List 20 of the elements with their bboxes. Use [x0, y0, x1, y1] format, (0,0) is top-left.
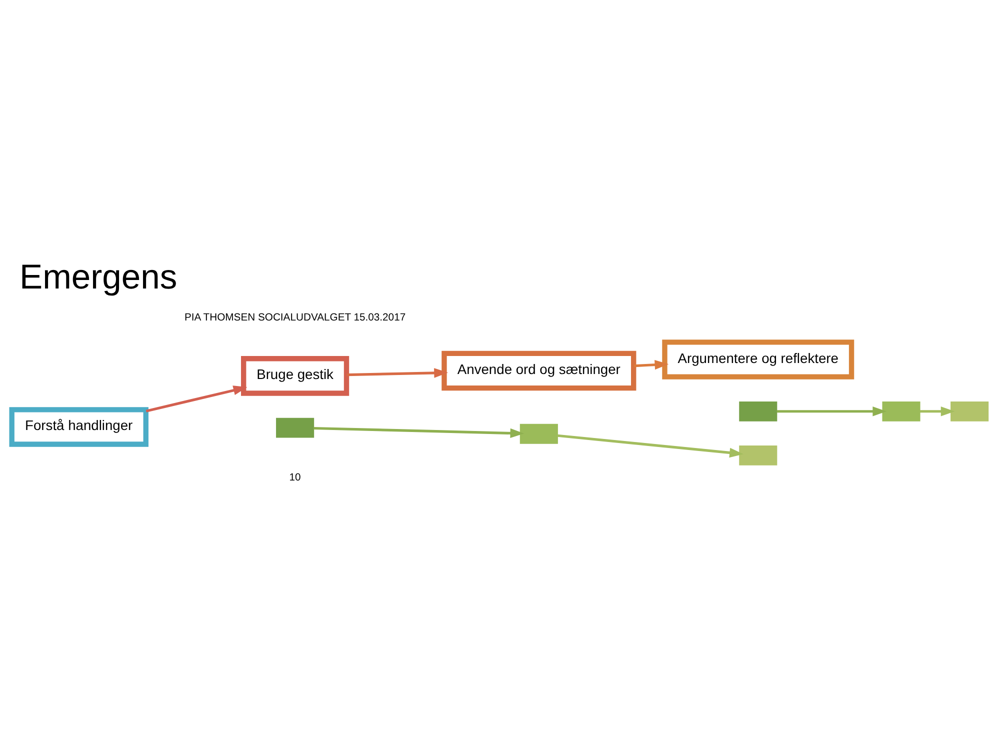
node-box: Forstå handlinger [9, 406, 148, 446]
node-box: Anvende ord og sætninger [442, 350, 636, 390]
node-box: Bruge gestik [241, 356, 350, 396]
node-box [739, 445, 778, 465]
node-box: Argumentere og reflektere [662, 339, 854, 379]
label: PIA THOMSEN SOCIALUDVALGET 15.03.2017 [184, 312, 406, 324]
node-box [950, 400, 989, 421]
diagram-title: Emergens [20, 258, 178, 296]
arrow [557, 434, 744, 458]
arrow [346, 368, 448, 378]
arrow [634, 359, 669, 370]
node-box [520, 423, 558, 444]
label: 10 [289, 472, 301, 484]
node-box [739, 400, 778, 421]
node-box [882, 400, 920, 421]
arrow [146, 385, 248, 412]
arrow [920, 406, 955, 416]
arrow [776, 406, 887, 416]
arrow [314, 426, 524, 438]
node-box [276, 417, 314, 438]
